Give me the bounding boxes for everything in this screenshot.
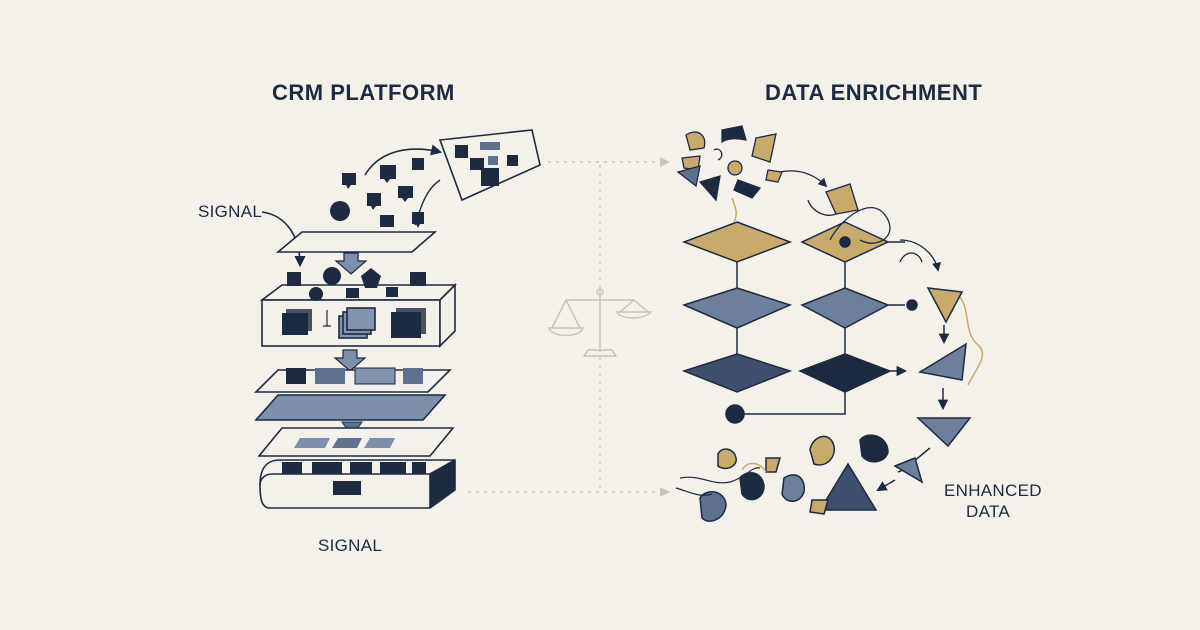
crm-base-platform xyxy=(259,459,456,509)
layer-blocks xyxy=(254,367,452,393)
curved-arrow-top xyxy=(364,144,443,176)
data-enrichment-title: DATA ENRICHMENT xyxy=(765,80,983,105)
enhanced-data-cluster xyxy=(675,434,889,522)
crm-platform-title: CRM PLATFORM xyxy=(272,80,455,105)
signal-arrow xyxy=(261,211,306,268)
balance-scale-icon xyxy=(548,288,653,357)
layer-cards xyxy=(257,427,455,457)
signal-shapes xyxy=(330,158,424,228)
raw-fragments xyxy=(676,125,859,223)
diamond-grid xyxy=(681,221,918,424)
signal-label-top: SIGNAL xyxy=(198,202,263,221)
down-arrow-2 xyxy=(333,349,367,372)
enhanced-pipeline xyxy=(876,287,972,492)
enrichment-flow xyxy=(675,125,984,522)
layer-top xyxy=(275,231,438,253)
enrichment-threads xyxy=(829,207,984,386)
signal-label-bottom: SIGNAL xyxy=(318,536,383,555)
crm-stack xyxy=(254,129,541,509)
down-arrow-1 xyxy=(334,252,368,275)
enhanced-data-label-line2: DATA xyxy=(966,502,1011,521)
enhanced-data-label-line1: ENHANCED xyxy=(944,481,1042,500)
layer-solid xyxy=(254,394,447,421)
layer-module-box xyxy=(259,267,457,348)
center-connectors xyxy=(468,157,670,497)
